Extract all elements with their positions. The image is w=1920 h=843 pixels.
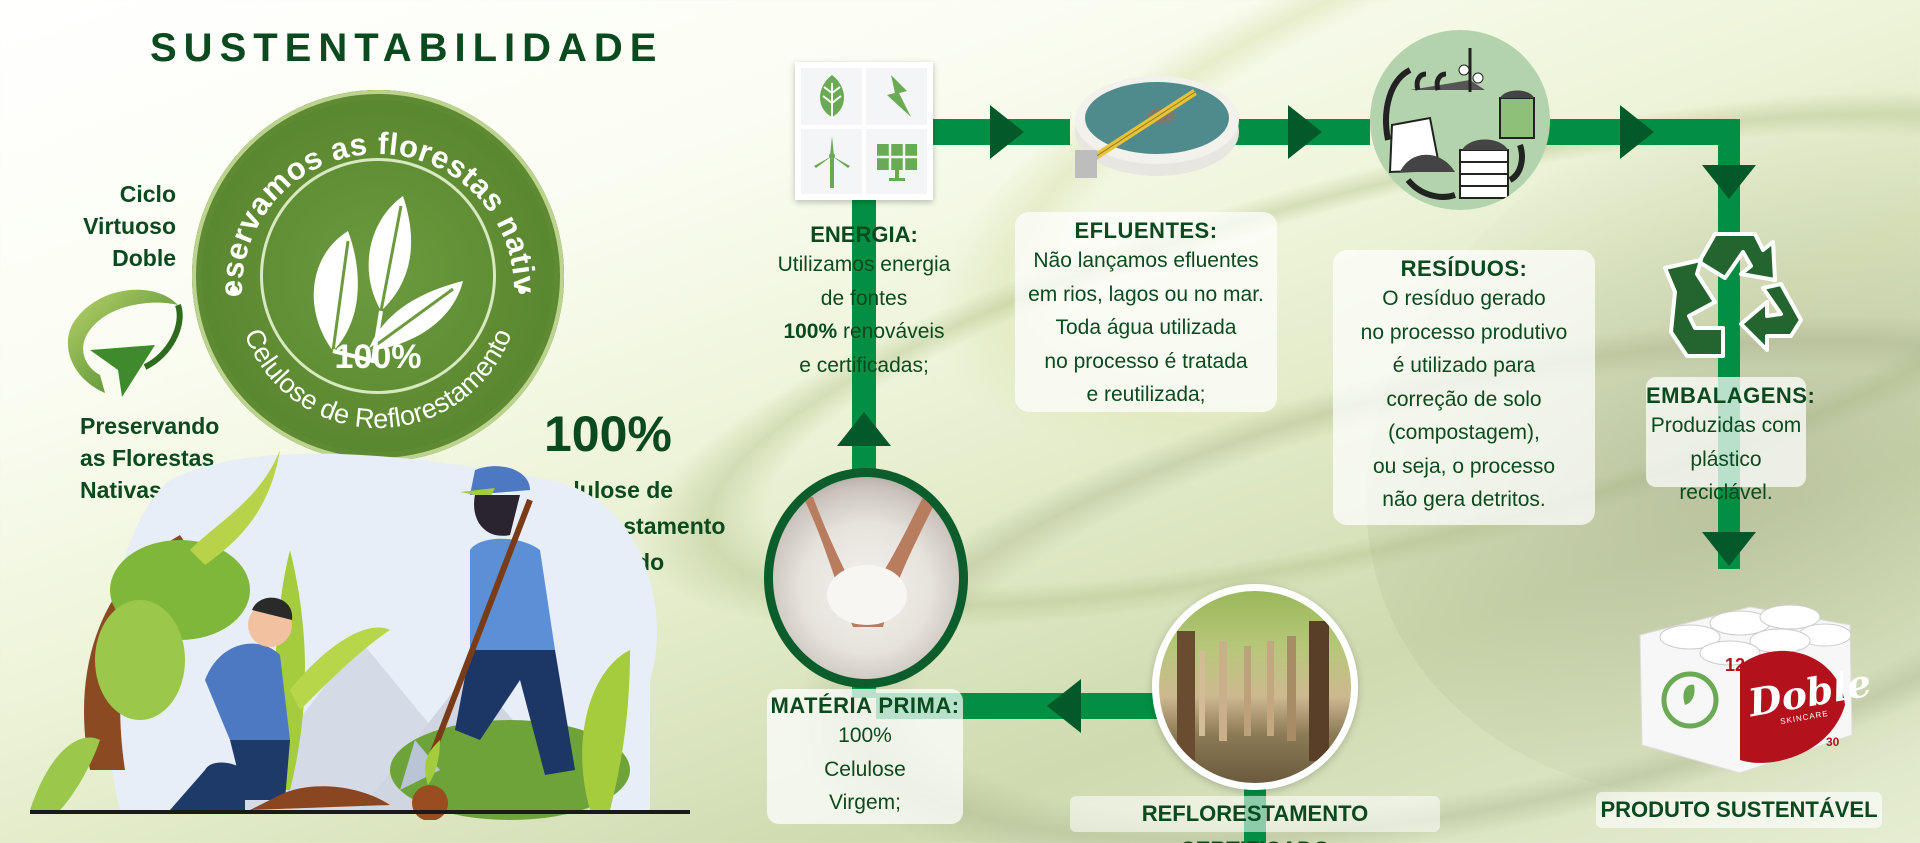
people-planting-illustration	[30, 450, 690, 820]
efluentes-line: no processo é tratada	[1044, 349, 1248, 373]
wind-turbine-icon	[801, 129, 862, 194]
ciclo-line: Virtuoso	[83, 213, 176, 239]
ciclo-line: Ciclo	[119, 181, 176, 207]
leaf-icon	[801, 68, 862, 125]
embalagens-line: Produzidas com	[1650, 414, 1802, 437]
cellulose-hands-photo	[764, 468, 968, 688]
flow-arrow-right	[1620, 105, 1654, 159]
residuos-line: (compostagem),	[1388, 421, 1540, 444]
ciclo-line: Doble	[112, 245, 176, 271]
energia-percent: 100%	[783, 320, 838, 343]
preservando-label: Preservando as Florestas Nativas	[80, 410, 219, 506]
reflorestamento-label: REFLORESTAMENTO CERTIFICADO	[1070, 796, 1440, 843]
materia-prima-line: Virgem;	[829, 791, 901, 814]
efluentes-line: Toda água utilizada	[1055, 316, 1237, 339]
materia-prima-title: MATÉRIA PRIMA:	[770, 693, 960, 718]
flow-arrow-right	[990, 105, 1024, 159]
step-materia-prima: MATÉRIA PRIMA: 100% Celulose Virgem;	[767, 689, 963, 824]
meter-count: 30	[1826, 735, 1840, 749]
stamp-percent: 100%	[334, 338, 422, 376]
page-title: SUSTENTABILIDADE	[150, 26, 664, 70]
efluentes-line: em rios, lagos ou no mar.	[1028, 282, 1264, 306]
residuos-line: correção de solo	[1386, 387, 1542, 411]
produto-sustentavel-label: PRODUTO SUSTENTÁVEL	[1596, 792, 1882, 828]
stamp-inner-ring	[260, 158, 496, 394]
flow-arrow-up	[837, 412, 891, 446]
leaves-icon	[313, 196, 463, 364]
flow-arrow-down	[1702, 532, 1756, 566]
doble-product-package: Doble SKINCARE 12 30	[1630, 595, 1874, 775]
eucalyptus-forest-photo	[1152, 584, 1358, 790]
materia-prima-line: Celulose	[824, 757, 906, 781]
compost-cycle-icon	[1370, 30, 1550, 210]
efluentes-title: EFLUENTES:	[1074, 218, 1218, 243]
residuos-line: O resíduo gerado	[1382, 287, 1546, 310]
reforestation-stamp: preservamos as florestas nativas Celulos…	[192, 90, 564, 462]
efluentes-line: Não lançamos efluentes	[1033, 249, 1259, 272]
embalagens-line: plástico reciclável.	[1679, 447, 1773, 505]
energy-icons-box	[795, 62, 933, 200]
preservando-line: as Florestas	[80, 445, 215, 471]
step-efluentes: EFLUENTES: Não lançamos efluentes em rio…	[1015, 212, 1277, 412]
energia-line: de fontes	[820, 286, 908, 310]
energia-line: e certificadas;	[799, 353, 929, 377]
residuos-line: é utilizado para	[1392, 354, 1536, 377]
step-embalagens: EMBALAGENS: Produzidas com plástico reci…	[1646, 377, 1816, 504]
residuos-line: ou seja, o processo	[1372, 454, 1556, 478]
solar-panel-icon	[866, 129, 927, 194]
energia-line-rest: renováveis	[837, 320, 945, 343]
residuos-title: RESÍDUOS:	[1400, 256, 1528, 281]
water-treatment-tank-icon	[1075, 76, 1239, 178]
flow-arrow-left	[1047, 679, 1081, 733]
ciclo-virtuoso-label: Ciclo Virtuoso Doble	[60, 178, 176, 274]
energia-line: 100% renováveis	[760, 315, 968, 349]
embalagens-title: EMBALAGENS:	[1646, 383, 1816, 408]
energia-title: ENERGIA:	[810, 222, 918, 247]
materia-prima-line: 100%	[838, 724, 892, 747]
flow-arrow-right	[1288, 105, 1322, 159]
residuos-line: não gera detritos.	[1382, 488, 1546, 511]
preservando-line: Preservando	[80, 413, 220, 439]
energia-line: Utilizamos energia	[777, 253, 951, 276]
residuos-line: no processo produtivo	[1360, 320, 1568, 344]
preservando-line: Nativas	[80, 477, 162, 503]
step-residuos: RESÍDUOS: O resíduo gerado no processo p…	[1333, 250, 1595, 525]
lightning-icon	[866, 68, 927, 125]
big-percent: 100%	[544, 406, 672, 462]
step-energia: ENERGIA: Utilizamos energia de fontes 10…	[760, 222, 968, 382]
roll-count: 12	[1725, 655, 1746, 675]
cycle-arrow-icon	[67, 289, 183, 397]
flow-arrow-down	[1702, 165, 1756, 199]
efluentes-line: e reutilizada;	[1086, 383, 1206, 406]
recycle-icon	[1663, 232, 1803, 358]
